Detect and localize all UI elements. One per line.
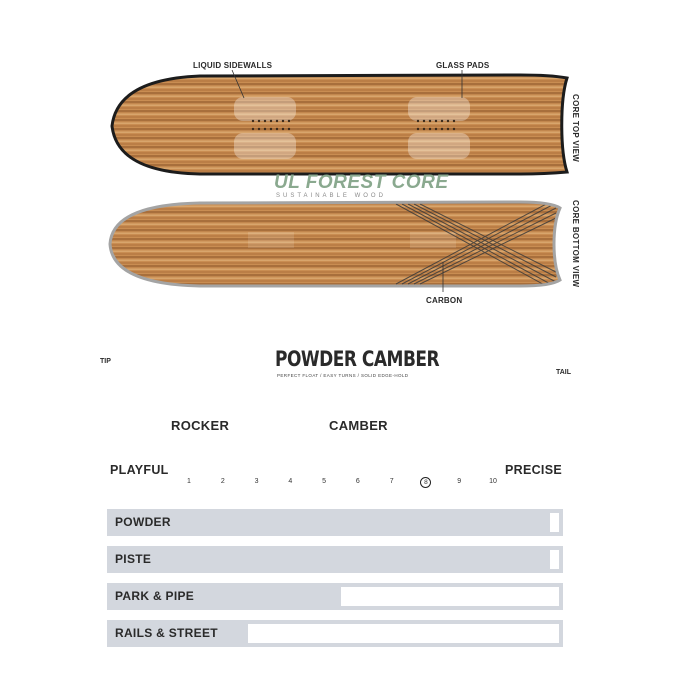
- scale-tick-6: 6: [355, 478, 360, 485]
- glass-pad: [408, 97, 470, 121]
- insert-holes: [251, 119, 456, 131]
- terrain-remaining: [248, 624, 559, 643]
- glass-pad: [234, 133, 296, 159]
- playful-label: PLAYFUL: [110, 463, 169, 477]
- core-top-view-label: CORE TOP VIEW: [571, 94, 580, 163]
- scale-tick-7: 7: [389, 478, 394, 485]
- terrain-row: POWDER: [107, 509, 563, 536]
- precise-label: PRECISE: [505, 463, 562, 477]
- camber-label: CAMBER: [329, 418, 388, 433]
- terrain-remaining: [341, 587, 559, 606]
- profile-subtitle: PERFECT FLOAT / EASY TURNS / SOLID EDGE-…: [277, 373, 409, 378]
- terrain-remaining: [550, 513, 559, 532]
- terrain-label: RAILS & STREET: [115, 626, 218, 640]
- profile-title: POWDER CAMBER: [275, 347, 440, 372]
- core-bottom-view-label: CORE BOTTOM VIEW: [571, 200, 580, 288]
- terrain-label: PISTE: [115, 552, 152, 566]
- scale-tick-8: 8: [420, 477, 432, 488]
- board-top-view: [110, 69, 569, 176]
- core-title: UL FOREST CORE: [274, 172, 449, 193]
- liquid-sidewalls-label: LIQUID SIDEWALLS: [193, 61, 273, 70]
- tip-label: TIP: [100, 358, 111, 365]
- core-subtitle: SUSTAINABLE WOOD: [276, 193, 386, 199]
- terrain-label: PARK & PIPE: [115, 589, 195, 603]
- terrain-remaining: [550, 550, 559, 569]
- scale-tick-1: 1: [187, 478, 191, 485]
- board-bottom-view: [108, 200, 562, 292]
- terrain-row: PISTE: [107, 546, 563, 573]
- scale-tick-9: 9: [457, 478, 462, 485]
- terrain-label: POWDER: [115, 515, 171, 529]
- scale-tick-10: 10: [489, 478, 497, 485]
- liquid-sidewall-outline: [110, 73, 569, 176]
- scale-tick-4: 4: [288, 478, 293, 485]
- scale-tick-2: 2: [220, 478, 225, 485]
- terrain-row: RAILS & STREET: [107, 620, 563, 647]
- board-illustrations: [108, 69, 569, 292]
- scale-tick-5: 5: [322, 478, 327, 485]
- glass-pads-label: GLASS PADS: [436, 61, 490, 70]
- carbon-label: CARBON: [426, 296, 463, 305]
- terrain-row: PARK & PIPE: [107, 583, 563, 610]
- tail-label: TAIL: [556, 369, 572, 376]
- rocker-label: ROCKER: [171, 418, 230, 433]
- glass-pad: [234, 97, 296, 121]
- glass-pad: [408, 133, 470, 159]
- scale-tick-3: 3: [254, 478, 259, 485]
